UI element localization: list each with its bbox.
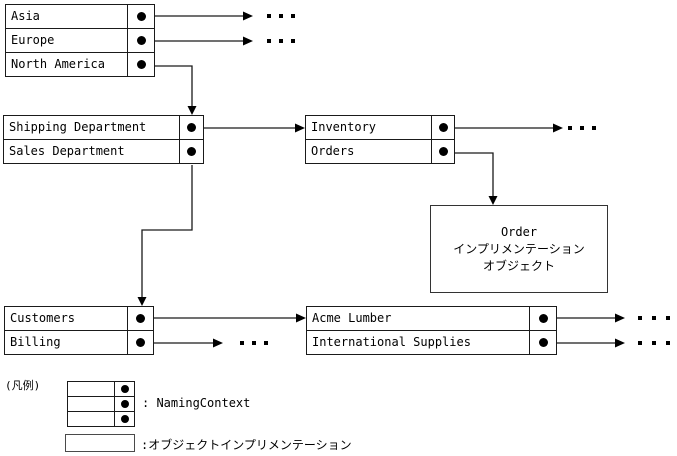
arrowhead-icon <box>137 297 147 306</box>
arrow-north-america <box>155 65 193 107</box>
object-binding-icon <box>120 400 129 408</box>
node-label: Sales Department <box>9 144 125 158</box>
object-binding-icon <box>538 338 548 347</box>
object-binding-icon <box>538 314 548 323</box>
legend-object-implementation-label: :オブジェクトインプリメンテーション <box>141 438 352 452</box>
object-binding-icon <box>438 123 448 132</box>
binding-cell <box>127 5 154 28</box>
table-row: Asia <box>5 4 155 29</box>
node-label: Acme Lumber <box>312 311 392 325</box>
arrowhead-icon <box>615 338 625 348</box>
object-binding-icon <box>136 338 145 347</box>
object-binding-icon <box>120 415 129 423</box>
ellipsis-icon <box>568 126 596 130</box>
table-row <box>67 411 135 427</box>
table-row <box>67 396 135 412</box>
node-label: Shipping Department <box>9 120 147 134</box>
binding-cell <box>127 29 154 52</box>
ellipsis-icon <box>267 14 295 18</box>
legend-naming-context-sample <box>67 381 135 427</box>
object-binding-icon <box>136 12 146 21</box>
node-label: International Supplies <box>312 335 471 349</box>
table-row: Customers <box>4 306 154 331</box>
binding-cell <box>127 331 153 354</box>
table-row: Europe <box>5 28 155 53</box>
object-binding-icon <box>136 314 145 323</box>
legend-naming-context-label: : NamingContext <box>142 396 251 410</box>
regions-naming-context: Asia Europe North America <box>5 4 155 77</box>
arrowhead-icon <box>295 123 305 133</box>
table-row: Acme Lumber <box>306 306 557 331</box>
node-label: Europe <box>11 33 55 47</box>
arrowhead-icon <box>615 313 625 323</box>
binding-cell <box>431 116 454 139</box>
arrow-orders-to-implbox <box>455 152 494 197</box>
object-binding-icon <box>187 123 196 132</box>
arrowhead-icon <box>296 313 306 323</box>
binding-cell <box>127 307 153 330</box>
arrowhead-icon <box>488 196 498 205</box>
table-row: International Supplies <box>306 330 557 355</box>
ellipsis-icon <box>638 316 670 320</box>
node-label <box>68 412 114 426</box>
arrow-sales-to-customers <box>141 165 193 298</box>
binding-cell <box>127 53 154 76</box>
node-label: Orders <box>311 144 355 158</box>
binding-cell <box>114 382 134 396</box>
node-label: Customers <box>10 311 76 325</box>
legend-title: (凡例) <box>5 379 41 392</box>
implbox-line: Order <box>500 224 538 239</box>
binding-cell <box>114 412 134 426</box>
binding-cell <box>529 331 556 354</box>
department-children-naming-context: Inventory Orders <box>305 115 455 164</box>
arrowhead-icon <box>213 338 223 348</box>
implbox-line: インプリメンテーション <box>453 241 585 256</box>
table-row: Shipping Department <box>3 115 204 140</box>
binding-cell <box>179 116 203 139</box>
node-label: North America <box>11 57 105 71</box>
arrowhead-icon <box>243 11 253 21</box>
table-row: North America <box>5 52 155 77</box>
object-binding-icon <box>187 147 196 156</box>
arrowhead-icon <box>187 106 197 115</box>
order-implementation-box: Order インプリメンテーション オブジェクト <box>430 205 608 293</box>
node-label: Inventory <box>311 120 377 134</box>
node-label <box>68 397 114 411</box>
object-binding-icon <box>438 147 448 156</box>
customers-naming-context: Customers Billing <box>4 306 154 355</box>
legend-object-implementation-sample <box>65 434 135 452</box>
companies-naming-context: Acme Lumber International Supplies <box>306 306 557 355</box>
binding-cell <box>114 397 134 411</box>
table-row <box>67 381 135 397</box>
table-row: Billing <box>4 330 154 355</box>
binding-cell <box>179 140 203 163</box>
binding-cell <box>431 140 454 163</box>
binding-cell <box>529 307 556 330</box>
node-label <box>68 382 114 396</box>
ellipsis-icon <box>240 341 268 345</box>
departments-naming-context: Shipping Department Sales Department <box>3 115 204 164</box>
ellipsis-icon <box>267 39 295 43</box>
implbox-line: オブジェクト <box>482 258 555 273</box>
table-row: Inventory <box>305 115 455 140</box>
object-binding-icon <box>136 60 146 69</box>
arrowhead-icon <box>243 36 253 46</box>
arrowhead-icon <box>553 123 563 133</box>
node-label: Billing <box>10 335 61 349</box>
node-label: Asia <box>11 9 40 23</box>
object-binding-icon <box>136 36 146 45</box>
object-binding-icon <box>120 385 129 393</box>
ellipsis-icon <box>638 341 670 345</box>
table-row: Orders <box>305 139 455 164</box>
table-row: Sales Department <box>3 139 204 164</box>
